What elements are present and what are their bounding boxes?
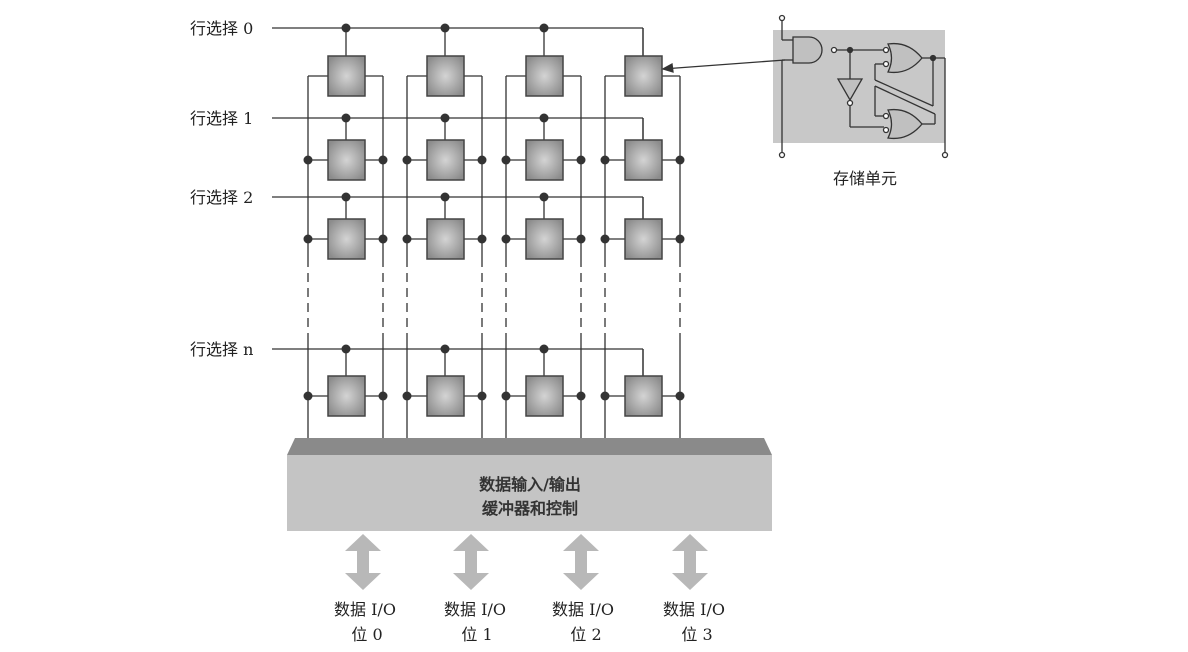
junction-dot bbox=[378, 234, 388, 244]
row-select-label-0: 行选择 0 bbox=[190, 19, 253, 38]
junction-dot bbox=[477, 391, 487, 401]
memory-cell bbox=[525, 375, 564, 417]
buffer-label-line1: 数据输入/输出 bbox=[479, 475, 581, 494]
io-bit-3-line1: 数据 I/O bbox=[663, 600, 725, 619]
buffer-label-line2: 缓冲器和控制 bbox=[481, 499, 578, 518]
junction-dot bbox=[402, 234, 412, 244]
bidirectional-arrow-icon bbox=[453, 534, 489, 590]
junction-dot bbox=[303, 234, 313, 244]
junction-dot bbox=[477, 155, 487, 165]
bidirectional-arrow-icon bbox=[345, 534, 381, 590]
junction-dot bbox=[378, 391, 388, 401]
io-arrows bbox=[345, 534, 708, 590]
memory-cell bbox=[327, 139, 366, 181]
memory-cell bbox=[426, 218, 465, 260]
io-bit-2-line1: 数据 I/O bbox=[552, 600, 614, 619]
memory-cell bbox=[624, 375, 663, 417]
junction-dot bbox=[675, 155, 685, 165]
junction-dot bbox=[501, 155, 511, 165]
junction-dot bbox=[600, 234, 610, 244]
io-bit-2-line2: 位 2 bbox=[570, 625, 601, 644]
memory-cell bbox=[525, 139, 564, 181]
or-gate-icon bbox=[887, 42, 923, 74]
io-bit-0-line2: 位 0 bbox=[351, 625, 382, 644]
memory-cell bbox=[327, 375, 366, 417]
memory-cell bbox=[426, 375, 465, 417]
memory-cell bbox=[426, 139, 465, 181]
io-bit-1-line1: 数据 I/O bbox=[444, 600, 506, 619]
memory-cell bbox=[624, 55, 663, 97]
junction-dot bbox=[600, 391, 610, 401]
or-gate-icon bbox=[887, 108, 923, 140]
junction-dot bbox=[303, 391, 313, 401]
junction-dot bbox=[402, 155, 412, 165]
memory-cell bbox=[327, 55, 366, 97]
bidirectional-arrow-icon bbox=[563, 534, 599, 590]
junction-dot bbox=[675, 391, 685, 401]
memory-cell bbox=[624, 218, 663, 260]
io-buffer-control-block: 数据输入/输出 缓冲器和控制 bbox=[287, 438, 772, 531]
memory-cell-detail bbox=[661, 14, 949, 159]
memory-cell bbox=[624, 139, 663, 181]
junction-dot bbox=[477, 234, 487, 244]
io-bit-0-line1: 数据 I/O bbox=[334, 600, 396, 619]
junction-dot bbox=[303, 155, 313, 165]
junction-dot bbox=[402, 391, 412, 401]
row-select-label-n: 行选择 n bbox=[190, 340, 253, 359]
junction-dot bbox=[600, 155, 610, 165]
bidirectional-arrow-icon bbox=[672, 534, 708, 590]
inverter-icon bbox=[836, 78, 864, 102]
junction-dot bbox=[576, 234, 586, 244]
junction-dot bbox=[501, 391, 511, 401]
io-bit-3-line2: 位 3 bbox=[681, 625, 712, 644]
junction-dot bbox=[576, 155, 586, 165]
io-bit-1-line2: 位 1 bbox=[461, 625, 492, 644]
junction-dot bbox=[501, 234, 511, 244]
row-select-label-1: 行选择 1 bbox=[190, 109, 253, 128]
memory-cell bbox=[426, 55, 465, 97]
junction-dot bbox=[675, 234, 685, 244]
junction-dot bbox=[576, 391, 586, 401]
cell-grid bbox=[272, 23, 685, 445]
memory-cell bbox=[525, 55, 564, 97]
junction-dot bbox=[378, 155, 388, 165]
row-select-label-2: 行选择 2 bbox=[190, 188, 253, 207]
memory-cell-caption: 存储单元 bbox=[833, 169, 897, 188]
memory-cell bbox=[327, 218, 366, 260]
nand-gate-icon bbox=[792, 36, 823, 64]
memory-cell bbox=[525, 218, 564, 260]
